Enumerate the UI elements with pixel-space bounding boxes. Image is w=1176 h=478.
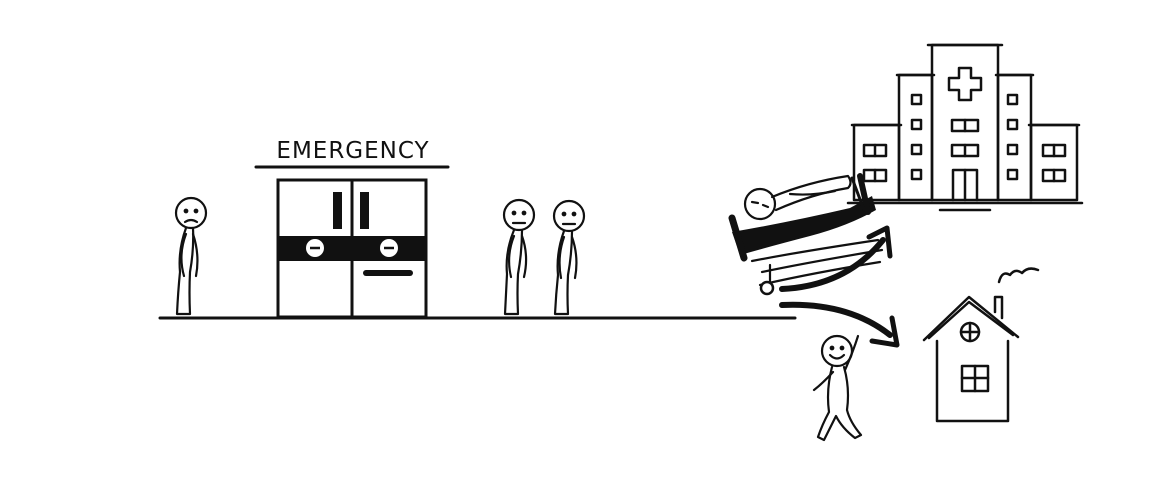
emergency-sign-label: EMERGENCY [276, 138, 430, 164]
arrow-to-hospital-icon [782, 228, 890, 289]
house [924, 269, 1038, 421]
emergency-doors [278, 180, 426, 317]
waiting-person-middle [504, 200, 534, 314]
patient-on-stretcher [732, 176, 882, 294]
hospital-cross-icon [949, 68, 981, 100]
hospital-building [848, 45, 1082, 210]
waiting-person-right [554, 201, 584, 314]
waiting-person-left [176, 198, 206, 314]
happy-person [814, 336, 861, 440]
arrow-to-home-icon [782, 305, 897, 345]
